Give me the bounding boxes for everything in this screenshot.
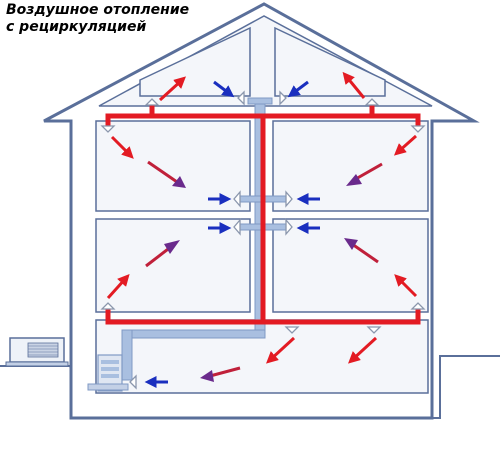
- grille-icon: [233, 190, 241, 208]
- grille-icon: [237, 90, 245, 106]
- supply-arrow-icon: [106, 273, 130, 300]
- supply-arrow-icon: [158, 76, 186, 102]
- grille-icon: [233, 218, 241, 236]
- grille-icon: [284, 326, 300, 334]
- room-middle-left: [95, 218, 251, 313]
- supply-arrow-icon: [393, 134, 417, 156]
- room-upper-left: [95, 120, 251, 212]
- vents: [100, 90, 426, 390]
- grille-icon: [100, 302, 116, 310]
- return-arrow-icon: [213, 80, 235, 98]
- room-upper-right: [272, 120, 429, 212]
- return-arrow-icon: [287, 80, 309, 98]
- diagram-title: Воздушное отопление с рециркуляцией: [6, 2, 189, 36]
- mixed-arrow-head-icon: [344, 238, 358, 250]
- supply-arrow-icon: [266, 336, 296, 364]
- grille-icon: [366, 326, 382, 334]
- mixed-air-arrows: [145, 160, 383, 382]
- outdoor-unit-icon: [5, 337, 69, 367]
- attic-left: [139, 26, 251, 97]
- title-line-1: Воздушное отопление: [6, 2, 190, 18]
- return-air-arrows: [144, 80, 320, 388]
- room-middle-right: [272, 218, 429, 313]
- mixed-arrow-head-icon: [172, 176, 186, 188]
- attic-right: [274, 26, 386, 97]
- supply-air-arrows: [106, 71, 418, 364]
- grille-icon: [279, 90, 287, 106]
- grille-icon: [144, 98, 160, 106]
- grille-icon: [285, 218, 293, 236]
- furnace-icon: [87, 354, 129, 392]
- supply-arrow-icon: [110, 135, 134, 159]
- supply-arrow-icon: [342, 71, 366, 99]
- supply-arrow-icon: [394, 274, 418, 298]
- mixed-arrow-head-icon: [346, 174, 362, 186]
- mixed-arrow-head-icon: [200, 370, 214, 382]
- supply-arrow-icon: [348, 336, 378, 364]
- grille-icon: [410, 125, 426, 133]
- grille-icon: [364, 98, 380, 106]
- title-line-2: с рециркуляцией: [6, 19, 147, 35]
- grille-icon: [100, 125, 116, 133]
- supply-ducts: [105, 103, 421, 325]
- grille-icon: [285, 190, 293, 208]
- grille-icon: [129, 374, 137, 390]
- grille-icon: [410, 302, 426, 310]
- mixed-arrow-head-icon: [164, 240, 180, 254]
